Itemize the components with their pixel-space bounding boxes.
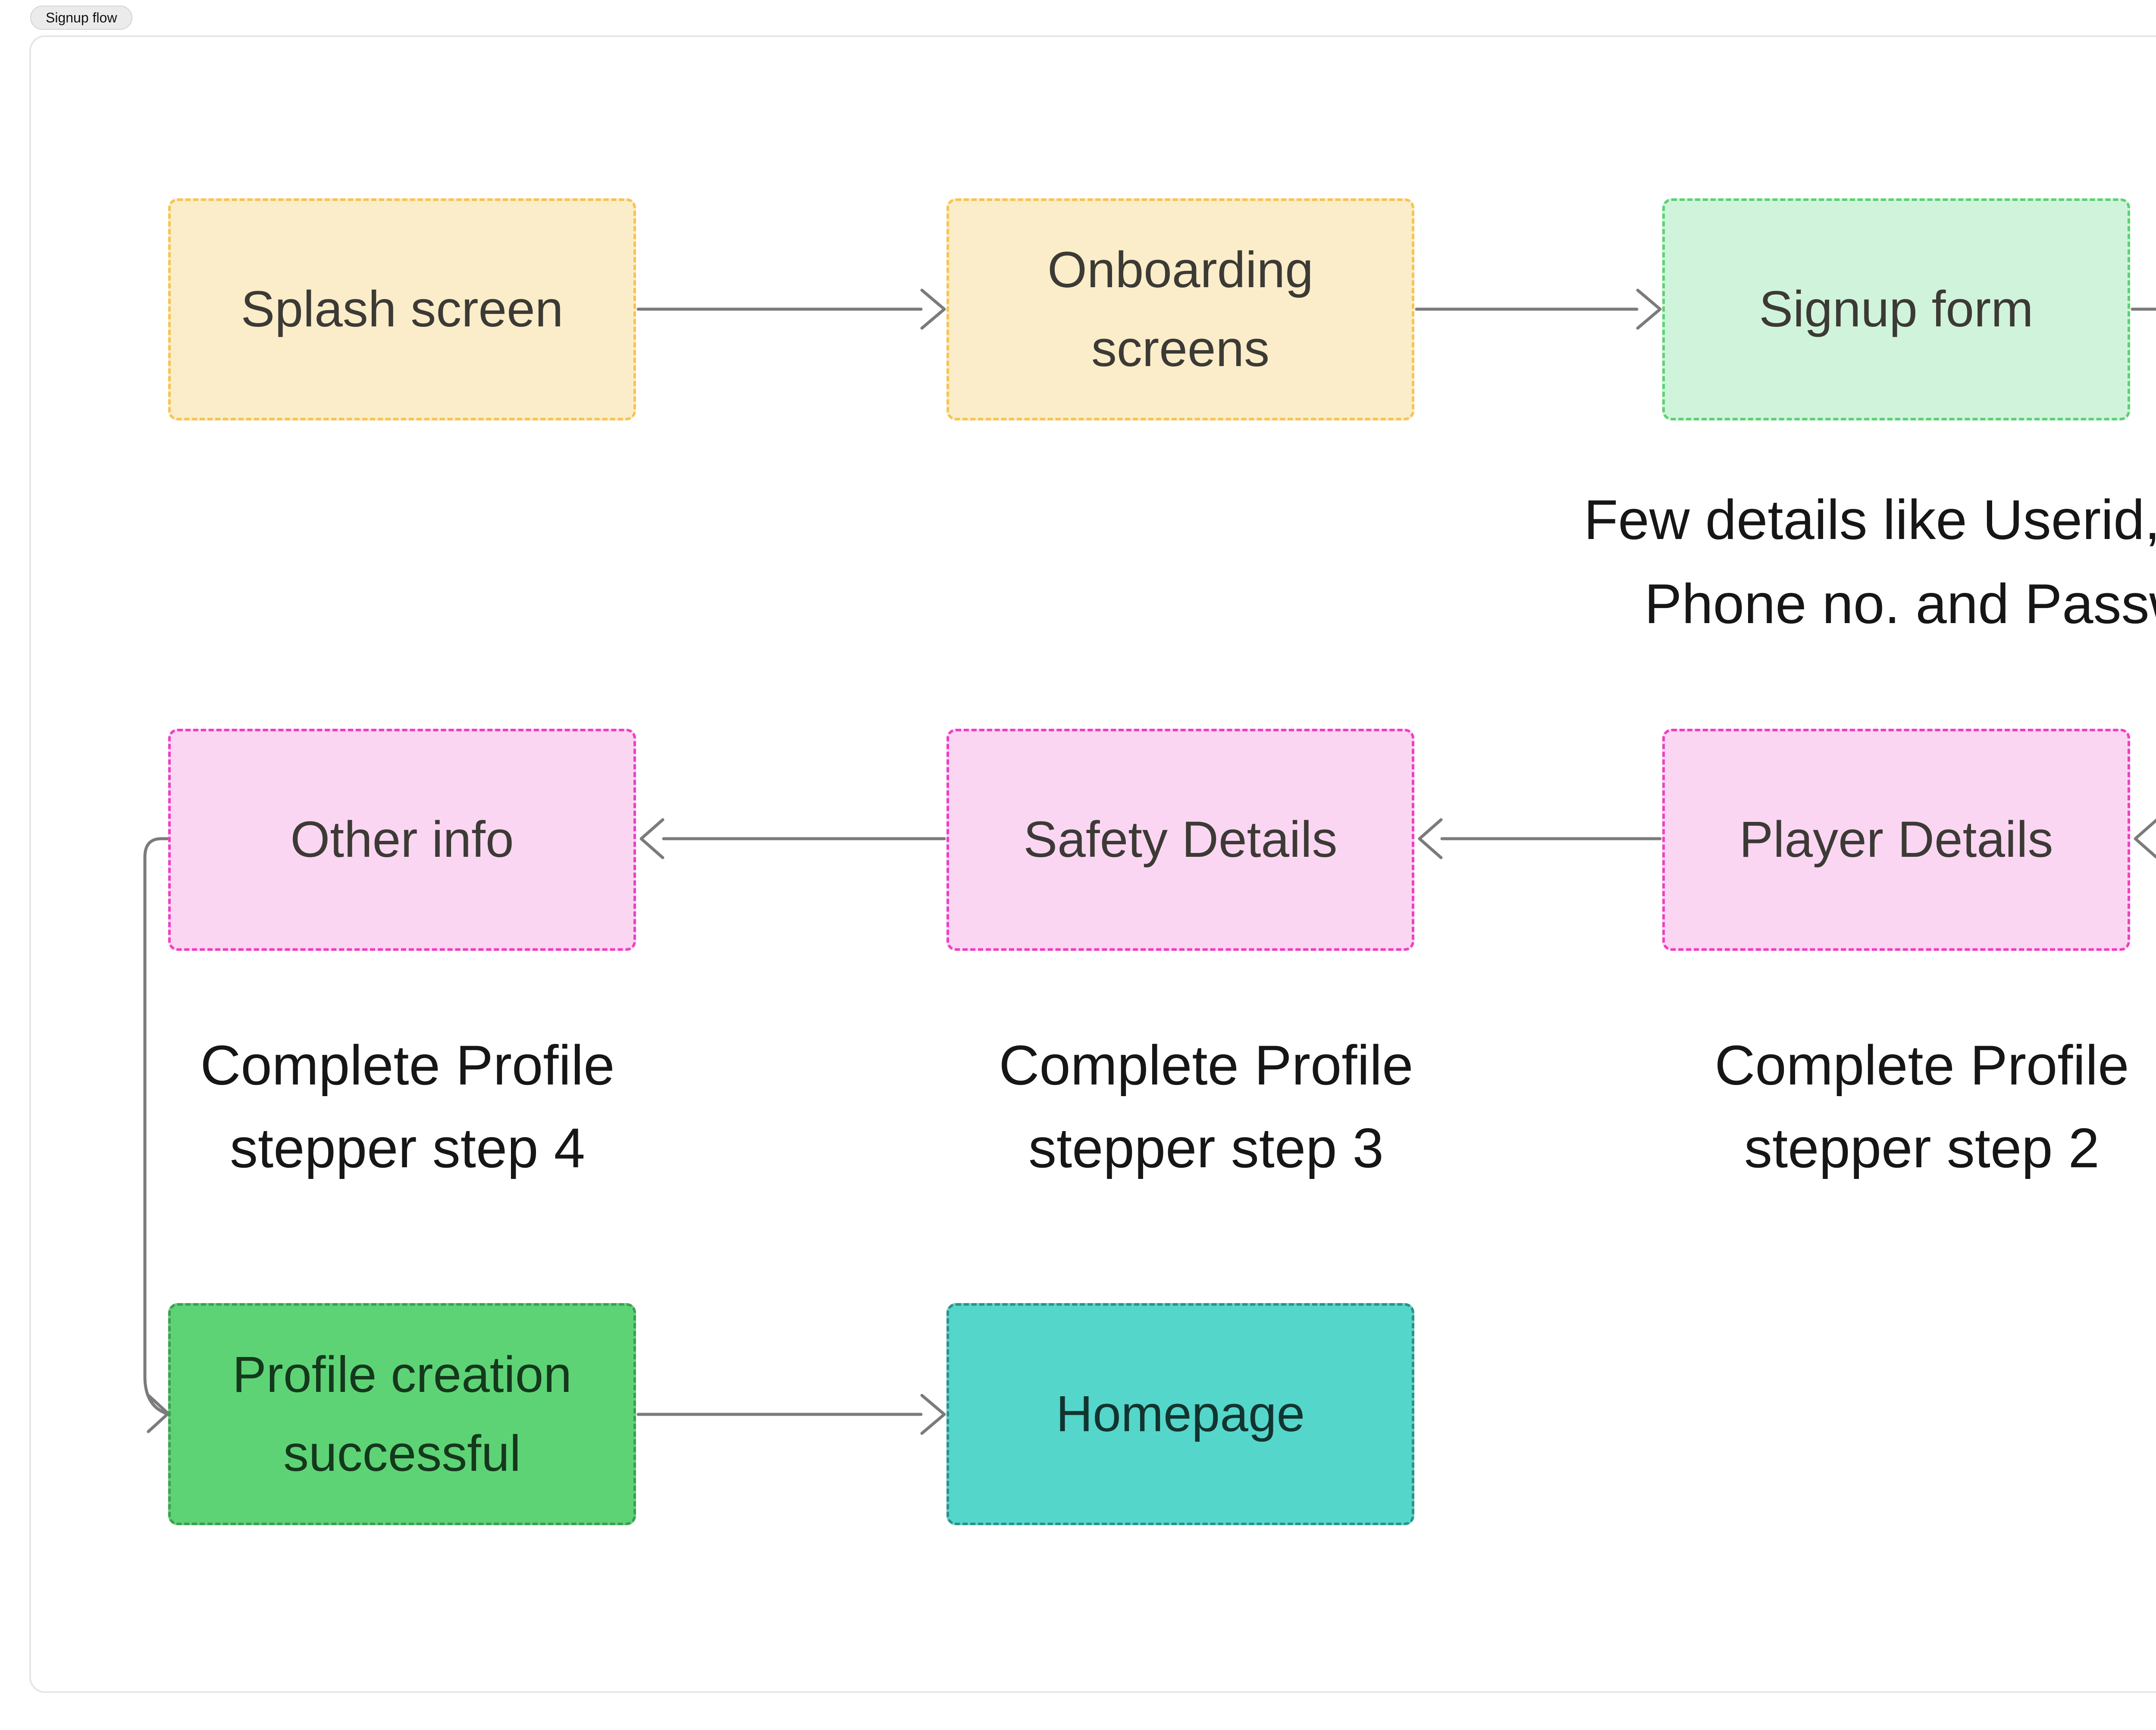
step-label-line: stepper step 4: [230, 1116, 585, 1179]
step-label-line: stepper step 2: [1744, 1116, 2100, 1179]
node-label: Player Details: [1739, 811, 2053, 868]
node-label: Other info: [290, 811, 514, 868]
step-label-line: stepper step 3: [1028, 1116, 1384, 1179]
connector-safety-to-other[interactable]: [639, 818, 946, 859]
connector-player-to-safety[interactable]: [1418, 818, 1662, 859]
annotation-line: Few details like Userid, Email,: [1584, 488, 2156, 551]
step-label-3[interactable]: Complete Profile stepper step 3: [818, 1024, 1594, 1189]
node-label: Signup form: [1759, 281, 2034, 338]
connector-profile-success-to-homepage[interactable]: [636, 1394, 946, 1435]
arrowhead-icon: [920, 1394, 946, 1435]
connector-signup-to-otp[interactable]: [2131, 290, 2156, 328]
arrowhead-icon: [920, 288, 946, 330]
node-label: Onboarding screens: [1047, 241, 1313, 377]
node-player-details[interactable]: Player Details: [1662, 729, 2130, 951]
connector-onboarding-to-signup[interactable]: [1415, 288, 1662, 330]
diagram-title-badge[interactable]: Signup flow: [30, 6, 133, 30]
node-other-info[interactable]: Other info: [168, 729, 636, 951]
arrowhead-icon: [1636, 288, 1662, 330]
node-label: Splash screen: [241, 281, 564, 338]
node-homepage[interactable]: Homepage: [946, 1303, 1414, 1525]
node-label: Homepage: [1056, 1385, 1305, 1443]
step-label-line: Complete Profile: [999, 1034, 1413, 1097]
node-label: Safety Details: [1023, 811, 1338, 868]
arrowhead-icon: [2134, 818, 2156, 859]
diagram-title-text: Signup flow: [46, 9, 117, 25]
step-label-line: Complete Profile: [200, 1034, 615, 1097]
step-label-2[interactable]: Complete Profile stepper step 2: [1534, 1024, 2156, 1189]
step-label-4[interactable]: Complete Profile stepper step 4: [19, 1024, 796, 1189]
arrowhead-icon: [1418, 818, 1443, 859]
connector-personal-to-player[interactable]: [2134, 818, 2156, 859]
connector-splash-to-onboarding[interactable]: [636, 288, 946, 330]
node-onboarding-screens[interactable]: Onboarding screens: [946, 198, 1414, 420]
step-label-line: Complete Profile: [1714, 1034, 2129, 1097]
node-splash-screen[interactable]: Splash screen: [168, 198, 636, 420]
node-profile-creation-successful[interactable]: Profile creation successful: [168, 1303, 636, 1525]
node-signup-form[interactable]: Signup form: [1662, 198, 2130, 420]
arrowhead-icon: [639, 818, 664, 859]
node-label: Profile creation successful: [232, 1346, 572, 1482]
annotation-line: Phone no. and Password: [1644, 572, 2156, 635]
annotation-signup-details[interactable]: Few details like Userid, Email, Phone no…: [1440, 478, 2156, 646]
node-safety-details[interactable]: Safety Details: [946, 729, 1414, 951]
